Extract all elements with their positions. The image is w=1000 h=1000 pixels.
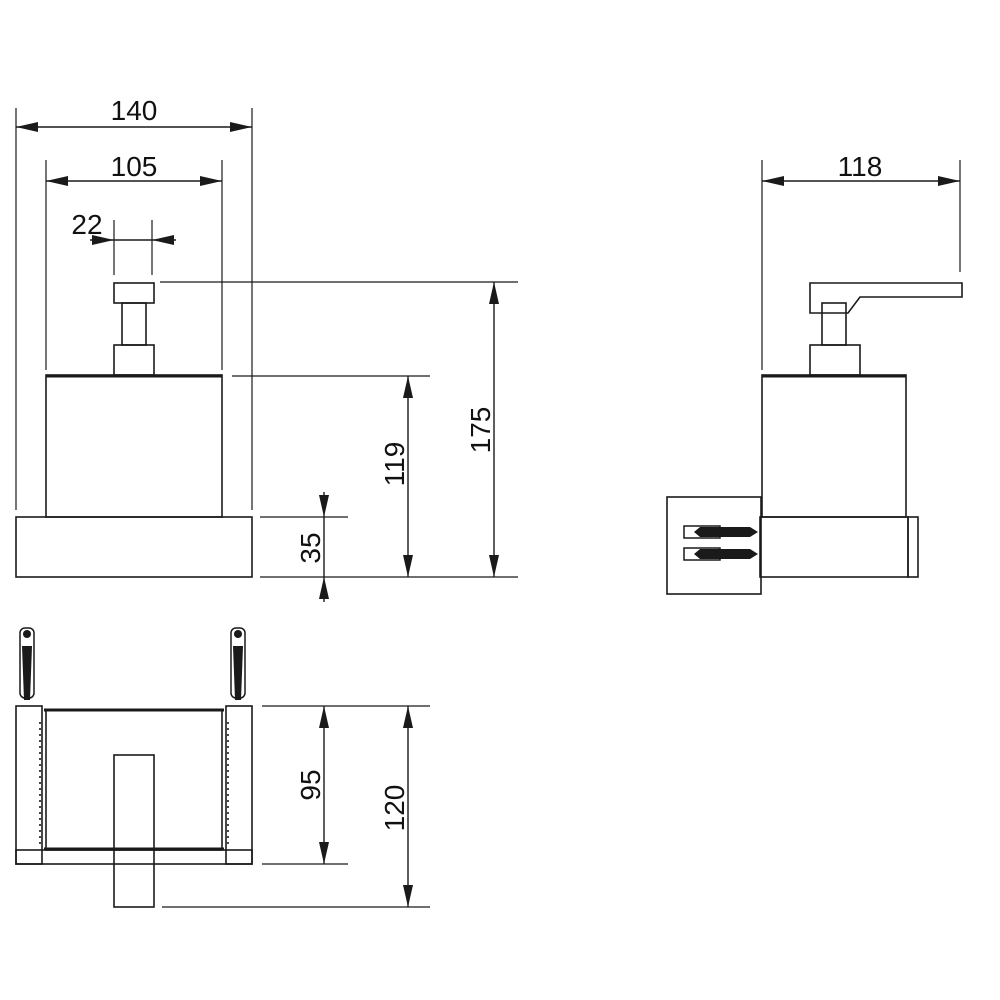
dim-pump-width: 22 — [71, 209, 176, 245]
dim-base-height: 35 — [295, 492, 329, 602]
top-frame-left — [15, 705, 43, 865]
wall-plug-upper — [683, 525, 758, 539]
container-body — [45, 374, 223, 518]
dim-container-width: 105 — [46, 151, 222, 186]
screw-left — [19, 627, 35, 700]
pump-stem — [121, 302, 147, 346]
top-frame-right — [225, 705, 253, 865]
top-pump — [113, 754, 155, 908]
dim-label-175: 175 — [465, 407, 496, 454]
side-view: 118 — [666, 151, 963, 595]
dim-label-119: 119 — [379, 442, 410, 487]
side-pump-spout — [809, 282, 963, 314]
top-container-outline — [45, 709, 223, 851]
dim-label-22: 22 — [71, 209, 102, 240]
side-bracket — [759, 516, 909, 578]
dim-inner-depth: 95 — [295, 706, 329, 864]
wall-plug-lower — [683, 547, 758, 561]
top-base — [15, 849, 253, 865]
dim-container-height: 119 — [379, 376, 413, 577]
side-pump-collar — [809, 344, 861, 376]
dim-overall-height: 175 — [465, 282, 499, 577]
side-pump-stem — [821, 302, 847, 346]
dim-label-35: 35 — [295, 532, 326, 563]
dim-depth: 118 — [762, 151, 960, 186]
pump-cap — [113, 282, 155, 304]
dim-label-95: 95 — [295, 769, 326, 800]
front-view: 140 105 22 175 119 — [15, 95, 518, 602]
dim-label-105: 105 — [111, 151, 158, 182]
dim-overall-depth: 120 — [379, 706, 413, 907]
base-block — [15, 516, 253, 578]
wall-section — [666, 496, 762, 595]
dim-label-118: 118 — [838, 151, 883, 182]
screw-right — [230, 627, 246, 700]
dim-overall-width: 140 — [16, 95, 252, 132]
top-view: 95 120 — [15, 627, 430, 908]
dim-label-120: 120 — [379, 785, 410, 832]
side-container — [761, 374, 907, 518]
dim-label-140: 140 — [111, 95, 158, 126]
pump-collar — [113, 344, 155, 376]
